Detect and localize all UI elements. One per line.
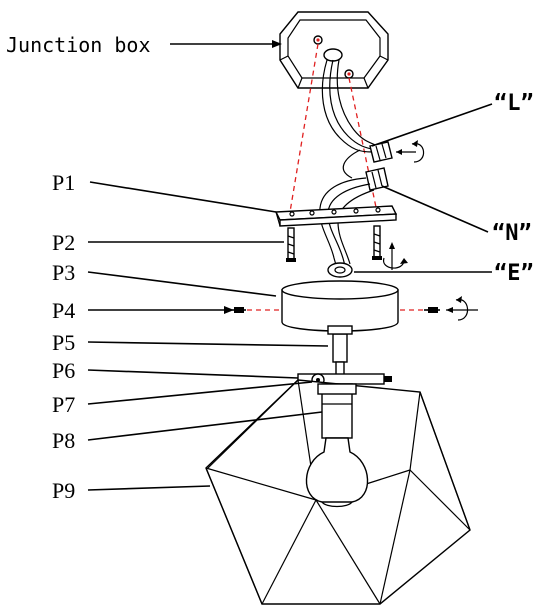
wire-connector-l xyxy=(369,141,393,163)
light-bulb xyxy=(305,437,369,508)
hanging-rod xyxy=(327,325,353,381)
bracket-screw-right xyxy=(372,225,382,260)
label-p9: P9 xyxy=(52,478,75,503)
label-p4: P4 xyxy=(52,298,75,323)
label-earth-wire: “E” xyxy=(494,261,534,286)
label-p3: P3 xyxy=(52,260,75,285)
canopy-screw-left xyxy=(232,307,246,313)
label-neutral-wire: “N” xyxy=(492,221,532,246)
label-p8: P8 xyxy=(52,428,75,453)
junction-box xyxy=(279,11,389,89)
label-p2: P2 xyxy=(52,230,75,255)
label-p7: P7 xyxy=(52,392,75,417)
label-p1: P1 xyxy=(52,170,75,195)
bracket-screw-left xyxy=(286,227,296,262)
label-p5: P5 xyxy=(52,330,75,355)
leader-lines xyxy=(87,40,493,491)
mounting-bracket xyxy=(274,205,398,227)
canopy xyxy=(281,280,399,332)
label-junction-box: Junction box xyxy=(6,33,151,57)
supply-wires xyxy=(321,59,379,153)
canopy-screw-right xyxy=(424,307,440,313)
twist-arrow-icon xyxy=(396,140,425,163)
label-p6: P6 xyxy=(52,358,75,383)
label-live-wire: “L” xyxy=(494,91,534,116)
alignment-guides xyxy=(238,43,434,311)
screw-in-arrow-icon xyxy=(446,296,478,321)
earth-wire-loop xyxy=(327,262,353,278)
tighten-arrow-icon xyxy=(383,242,408,270)
lamp-socket xyxy=(317,383,357,439)
